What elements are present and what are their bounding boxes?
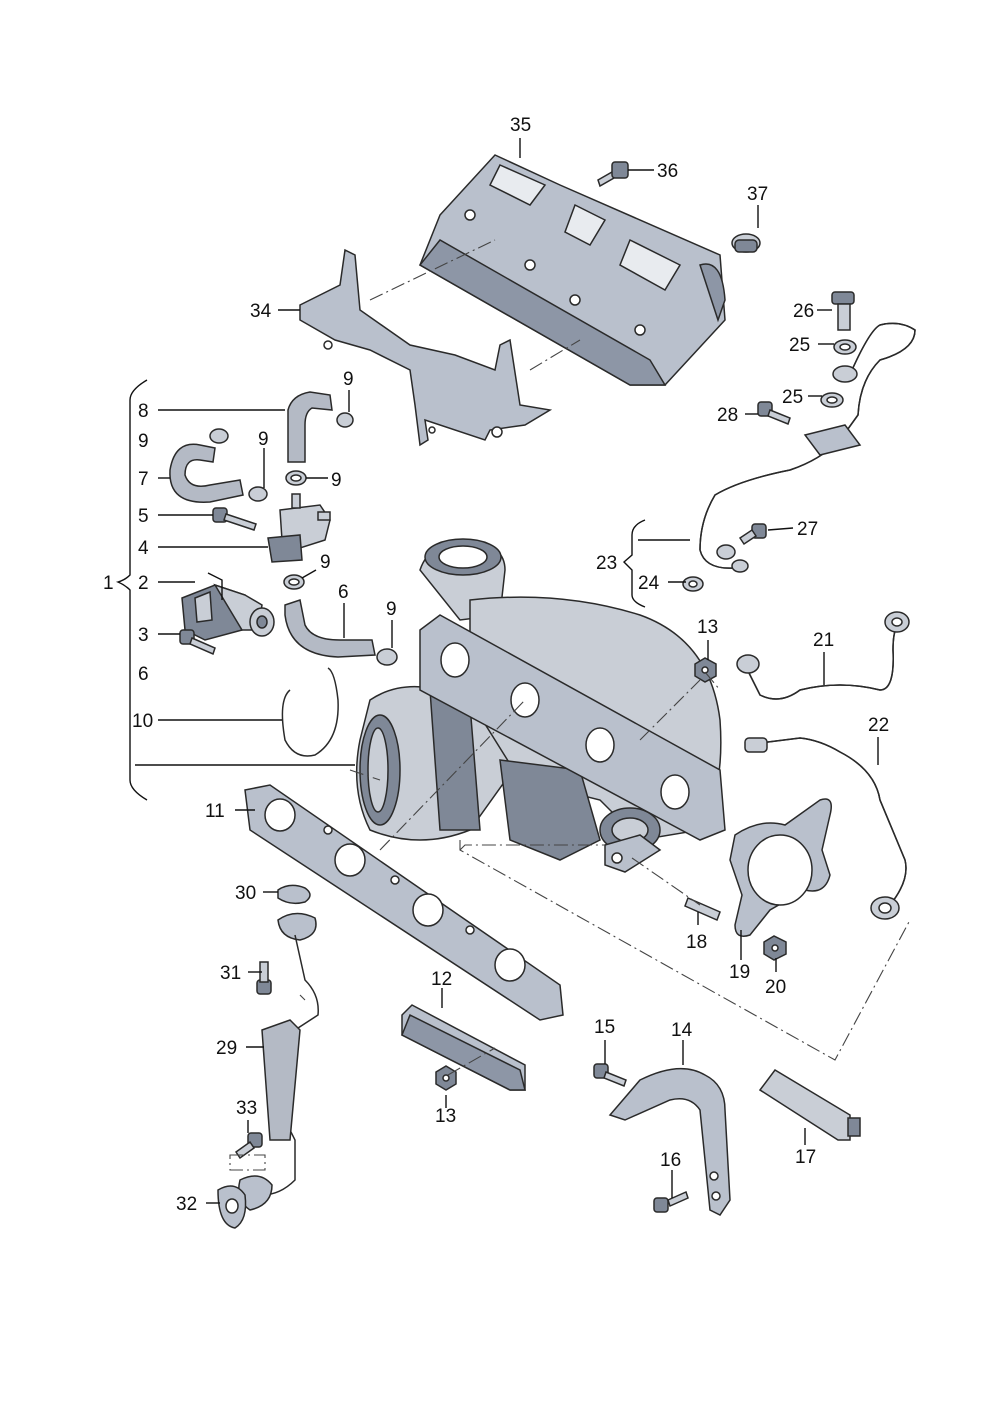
callout-15: 15: [594, 1017, 615, 1038]
callout-2: 2: [138, 573, 149, 594]
heat-shield-part: [418, 154, 726, 386]
seal-24-part: [682, 576, 704, 592]
callout-10: 10: [132, 711, 153, 732]
callout-24: 24: [638, 573, 660, 594]
assembly-bracket-23: [622, 519, 690, 608]
callout-9e: 9: [320, 552, 331, 573]
hose-6-part: [284, 599, 398, 666]
callout-16: 16: [660, 1150, 681, 1171]
nut-13-lower-part: [435, 1065, 457, 1091]
oil-supply-pipe-part: [699, 322, 916, 573]
gasket-32-part: [217, 1185, 247, 1229]
heat-shield-12-part: [401, 1004, 526, 1091]
callout-22: 22: [868, 715, 889, 736]
callout-12: 12: [431, 969, 452, 990]
bolt-15-part: [593, 1063, 627, 1087]
callout-33: 33: [236, 1098, 257, 1119]
o-ring-part: [281, 667, 339, 757]
callout-13b: 13: [435, 1106, 456, 1127]
callout-11: 11: [205, 801, 225, 822]
support-bracket-part: [608, 1067, 731, 1216]
solenoid-valve-part: [267, 493, 331, 563]
assembly-bracket-1: [115, 379, 355, 801]
callout-9c: 9: [258, 429, 269, 450]
callout-19: 19: [729, 962, 750, 983]
seal-ring-part: [820, 339, 857, 408]
heat-shield-bracket-part: [299, 248, 553, 447]
callout-3: 3: [138, 625, 149, 646]
plug-cap-part: [731, 233, 761, 253]
callout-36: 36: [657, 161, 678, 182]
callout-21: 21: [813, 630, 834, 651]
bolt-33-part: [234, 1132, 263, 1160]
callout-1: 1: [103, 573, 114, 594]
callout-5: 5: [138, 506, 149, 527]
callout-20: 20: [765, 977, 786, 998]
diverter-valve-part: [181, 583, 275, 641]
callout-4: 4: [138, 538, 149, 559]
callout-30: 30: [235, 883, 256, 904]
oil-return-pipe-22-part: [744, 737, 907, 920]
manifold-gasket-part: [244, 784, 564, 1021]
nut-20-part: [763, 935, 787, 961]
callout-9b: 9: [138, 431, 149, 452]
callout-labels: 35 36 37 34 26 25 25 28 8 9 9 9 7 9 5 4 …: [103, 115, 889, 1215]
callout-9a: 9: [343, 369, 354, 390]
callout-37: 37: [747, 184, 768, 205]
assembly-lines: [229, 239, 911, 1171]
callout-9f: 9: [386, 599, 397, 620]
bolt-3-part: [179, 629, 216, 656]
oil-return-pipe-21-part: [736, 611, 910, 700]
nut-13-upper-part: [694, 657, 717, 683]
callout-6a: 6: [338, 582, 349, 603]
clamp-9-part: [285, 470, 307, 486]
callout-26: 26: [793, 301, 814, 322]
exhaust-gasket-part: [729, 798, 832, 937]
callout-7: 7: [138, 469, 149, 490]
callout-27: 27: [797, 519, 818, 540]
sealant-tube-part: [758, 1069, 861, 1141]
callout-25b: 25: [782, 387, 803, 408]
bolt-28-part: [757, 401, 791, 425]
bolt-36-part: [597, 161, 629, 188]
callout-13a: 13: [697, 617, 718, 638]
callout-31: 31: [220, 963, 241, 984]
callout-9d: 9: [331, 470, 342, 491]
callout-14: 14: [671, 1020, 693, 1041]
callout-6b: 6: [138, 664, 149, 685]
stud-part: [684, 896, 721, 922]
callout-23: 23: [596, 553, 617, 574]
callout-25a: 25: [789, 335, 810, 356]
callout-28: 28: [717, 405, 738, 426]
line-29-part: [238, 884, 319, 1211]
callout-35: 35: [510, 115, 531, 136]
bolt-16-part: [653, 1190, 689, 1213]
hose-7-part: [169, 428, 268, 503]
callout-29: 29: [216, 1038, 237, 1059]
leader-lines: [158, 138, 879, 1204]
clamp-9-lower-part: [283, 574, 305, 590]
banjo-bolt-part: [831, 291, 855, 331]
callout-34: 34: [250, 301, 272, 322]
bolt-31-part: [256, 961, 272, 995]
callout-17: 17: [795, 1147, 816, 1168]
turbocharger-part: [355, 538, 726, 873]
bolt-27-part: [738, 523, 767, 546]
callout-18: 18: [686, 932, 707, 953]
hose-8-part: [287, 391, 354, 463]
bolt-5-part: [212, 507, 257, 531]
callout-8: 8: [138, 401, 149, 422]
callout-32: 32: [176, 1194, 197, 1215]
